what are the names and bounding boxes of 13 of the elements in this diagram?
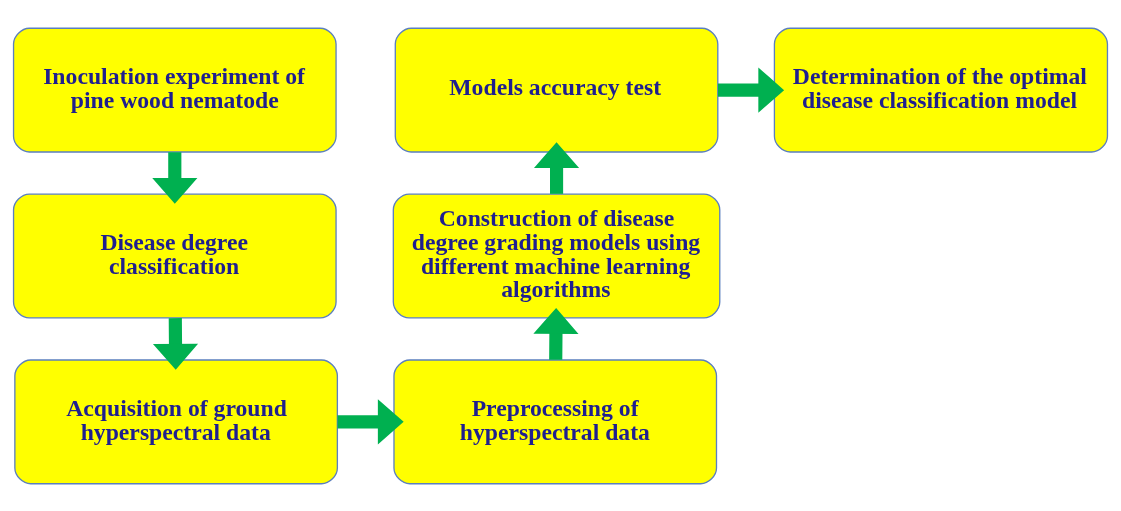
node-box: Preprocessing of hyperspectral data bbox=[393, 358, 718, 484]
node-box: Acquisition of ground hyperspectral data bbox=[14, 358, 339, 484]
arrow bbox=[152, 317, 199, 370]
node-box: Inoculation experiment of pine wood nematode bbox=[12, 27, 337, 153]
node-box: Construction of disease degree grading models using different machine learning algorithms bbox=[392, 192, 721, 319]
arrow bbox=[337, 398, 404, 444]
arrow bbox=[533, 307, 579, 360]
node-box: Disease degree classification bbox=[12, 192, 337, 319]
node-box: Determination of the optimal disease classification model bbox=[773, 27, 1109, 153]
arrow bbox=[534, 141, 580, 194]
node-box: Models accuracy test bbox=[394, 27, 719, 153]
arrow bbox=[717, 67, 785, 113]
arrow bbox=[152, 151, 198, 204]
